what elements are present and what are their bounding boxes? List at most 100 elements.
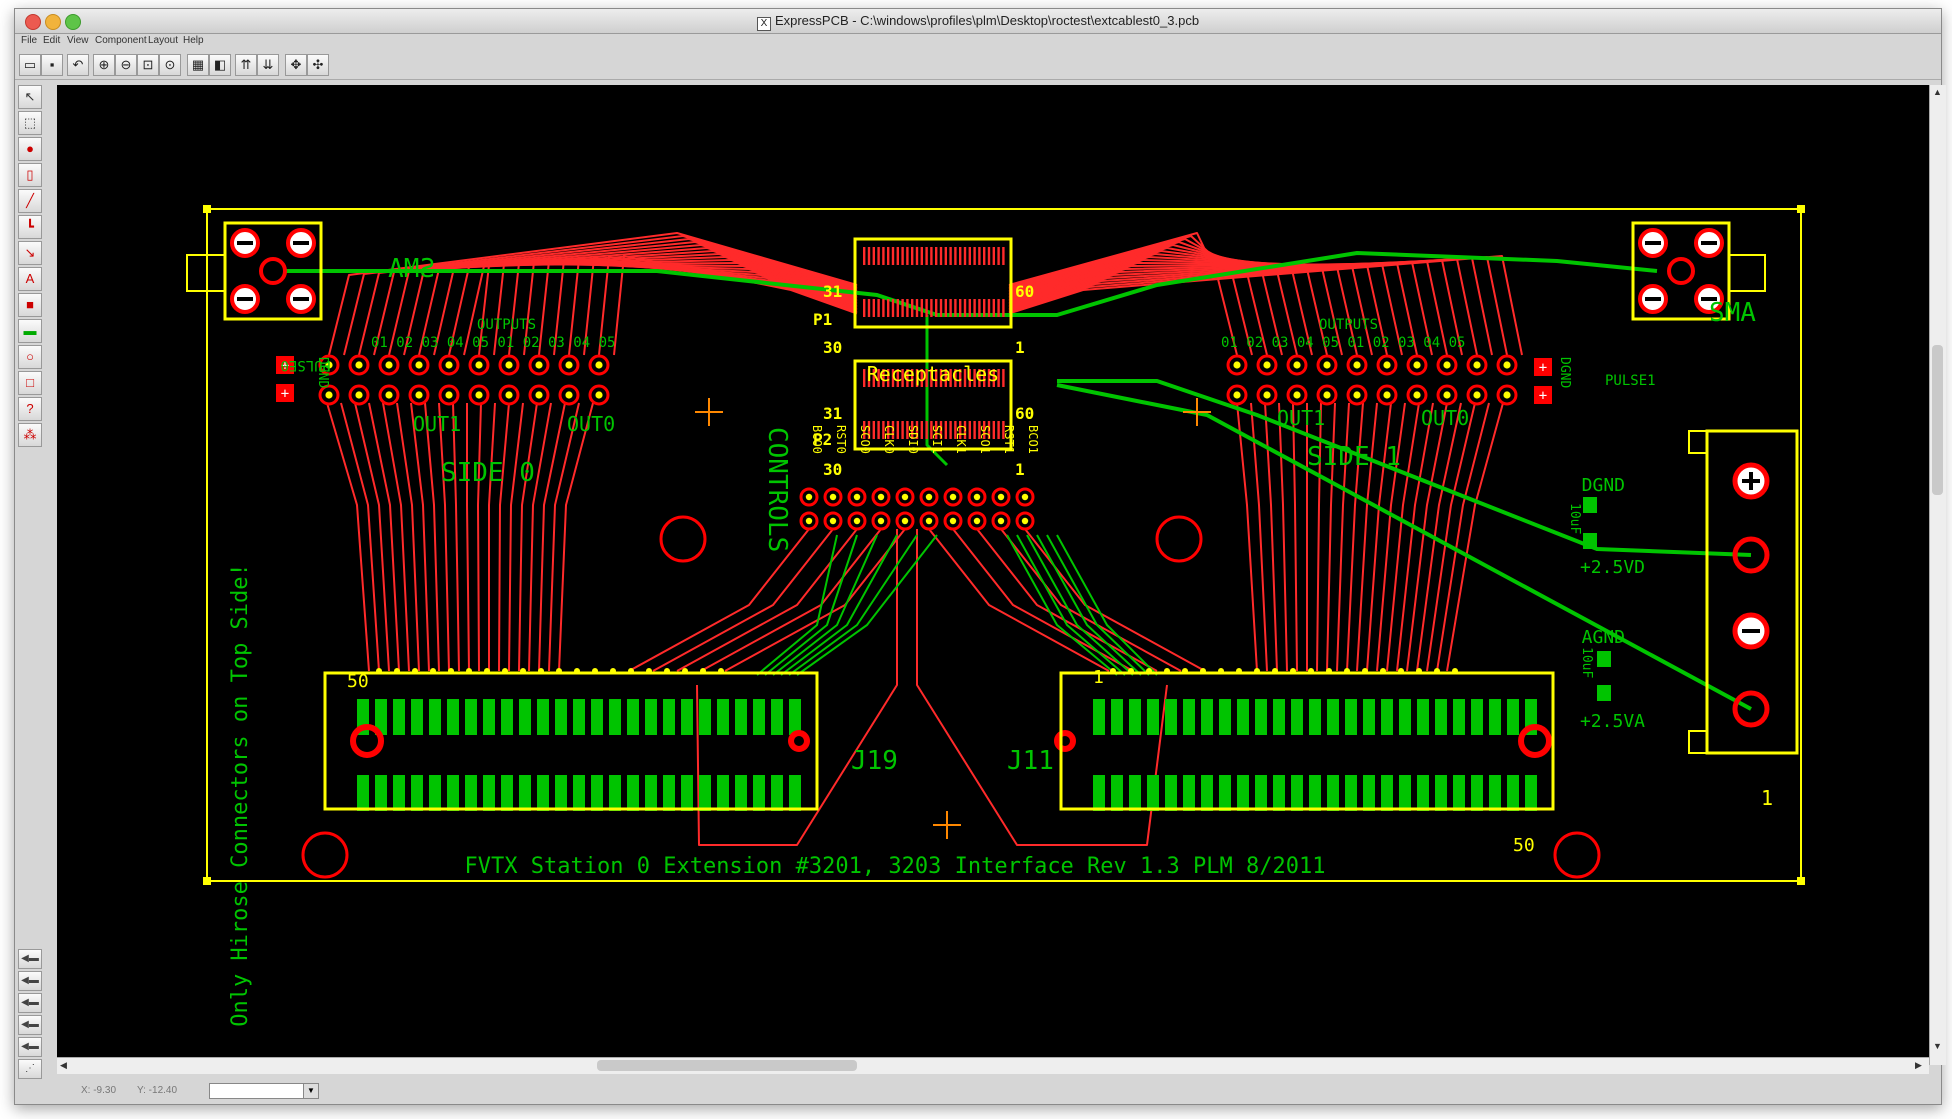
control-trace-bottom — [1046, 534, 1150, 676]
fine-pitch-pad — [925, 247, 928, 265]
p2-label: P2 — [813, 430, 832, 449]
layer-top-icon[interactable]: ◀▬ — [18, 949, 42, 969]
rect-tool-icon[interactable]: □ — [18, 371, 42, 395]
sma-left-footprint — [223, 221, 323, 321]
center-icon[interactable]: ✣ — [307, 54, 329, 76]
long-trace-right — [1366, 402, 1392, 672]
zoom-out-icon[interactable]: ⊖ — [115, 54, 137, 76]
output-pad-left — [408, 384, 430, 406]
menu-edit[interactable]: Edit — [43, 35, 61, 46]
scroll-right-icon[interactable]: ▶ — [1915, 1060, 1922, 1070]
j19-pad — [465, 699, 477, 735]
pad-tool-icon[interactable]: ● — [18, 137, 42, 161]
select-tool-icon[interactable]: ⬚ — [18, 111, 42, 135]
pointer-tool-icon[interactable]: ↖ — [18, 85, 42, 109]
save-icon[interactable]: ▪ — [41, 54, 63, 76]
minus-icon — [1701, 297, 1717, 301]
output-pad-right-hole — [1263, 391, 1271, 399]
circle-tool-icon[interactable]: ○ — [18, 345, 42, 369]
j19-pad — [753, 699, 765, 735]
footprint-icon[interactable]: ◧ — [209, 54, 231, 76]
j19-pad — [753, 775, 765, 811]
query-tool-icon[interactable]: ? — [18, 397, 42, 421]
text-tool-icon[interactable]: A — [18, 267, 42, 291]
jumper-tool-icon[interactable]: ↘ — [18, 241, 42, 265]
j11-pad — [1147, 775, 1159, 811]
vertical-scroll-thumb[interactable] — [1932, 345, 1943, 495]
pulse0-label: PULSE0 — [280, 357, 331, 373]
fine-pitch-pad — [891, 369, 895, 387]
j11-pad — [1255, 699, 1267, 735]
layer-net-icon[interactable]: ⋰ — [18, 1059, 42, 1079]
output-pad-left-hole — [535, 361, 543, 369]
pcb-canvas[interactable]: ++++ SMA SM — [57, 85, 1929, 1057]
layer-inner-icon[interactable]: ◀▬ — [18, 1015, 42, 1035]
open-icon[interactable]: ▭ — [19, 54, 41, 76]
chevron-down-icon[interactable]: ▼ — [303, 1084, 318, 1098]
fine-pitch-pad — [987, 369, 991, 387]
zoom-box-icon[interactable]: ⊡ — [137, 54, 159, 76]
p2-pin60-label: 60 — [1015, 404, 1034, 423]
menu-view[interactable]: View — [67, 35, 89, 46]
long-trace-left — [528, 402, 552, 672]
vertical-scrollbar[interactable]: ▲ ▼ — [1929, 85, 1946, 1065]
pcb-drawing[interactable]: ++++ SMA SM — [57, 85, 1929, 1057]
close-window-button[interactable] — [25, 14, 41, 30]
long-trace-right — [1316, 402, 1322, 672]
side1-label: SIDE 1 — [1307, 442, 1401, 472]
minimize-window-button[interactable] — [45, 14, 61, 30]
output-pad-right-hole — [1443, 391, 1451, 399]
j11-pad — [1345, 699, 1357, 735]
x-coordinate: X: -9.30 — [81, 1085, 117, 1096]
pad-toggle-2-icon[interactable]: ⇊ — [257, 54, 279, 76]
output-pad-left-hole — [385, 361, 393, 369]
trace-tool-icon[interactable]: ╱ — [18, 189, 42, 213]
control-pin-label: BCO0 — [810, 425, 824, 454]
scroll-down-icon[interactable]: ▼ — [1933, 1041, 1942, 1051]
menu-component[interactable]: Component — [95, 35, 147, 46]
p2-pin1-label: 1 — [1015, 460, 1025, 479]
power-connector-tab — [1688, 730, 1708, 754]
p2-pin30-label: 30 — [823, 460, 842, 479]
pad-toggle-icon[interactable]: ⇈ — [235, 54, 257, 76]
component-icon[interactable]: ▦ — [187, 54, 209, 76]
fine-pitch-pad — [911, 421, 914, 439]
receptacles-label: Receptacles — [867, 362, 999, 386]
j19-pad — [789, 775, 801, 811]
control-pad-hole — [853, 517, 861, 525]
scroll-up-icon[interactable]: ▲ — [1933, 87, 1942, 97]
scroll-left-icon[interactable]: ◀ — [60, 1060, 67, 1070]
fine-pitch-pad — [867, 421, 871, 439]
output-pad-right-hole — [1413, 391, 1421, 399]
undo-icon[interactable]: ↶ — [67, 54, 89, 76]
long-trace-left — [538, 402, 566, 672]
menu-layout[interactable]: Layout — [148, 35, 179, 46]
j11-pad — [1219, 699, 1231, 735]
control-pad — [991, 511, 1011, 531]
maximize-window-button[interactable] — [65, 14, 81, 30]
net-tool-icon[interactable]: ⁂ — [18, 423, 42, 447]
outline-corner — [203, 877, 211, 885]
fill-tool-icon[interactable]: ■ — [18, 293, 42, 317]
long-trace-right — [1346, 402, 1364, 672]
layer-select[interactable]: ▼ — [209, 1083, 319, 1099]
zoom-fit-icon[interactable]: ⊙ — [159, 54, 181, 76]
fine-pitch-pad — [997, 247, 1000, 265]
horizontal-scrollbar[interactable]: ◀ ▶ — [57, 1057, 1929, 1074]
layer-power-icon[interactable]: ◀▬ — [18, 1037, 42, 1057]
output-pad-left — [408, 354, 430, 376]
layer-bottom-icon[interactable]: ◀▬ — [18, 993, 42, 1013]
layer-silk-icon[interactable]: ◀▬ — [18, 971, 42, 991]
plane-tool-icon[interactable]: ▬ — [18, 319, 42, 343]
j19-pad — [519, 775, 531, 811]
move-icon[interactable]: ✥ — [285, 54, 307, 76]
toolbar: ▭ ▪ ↶ ⊕ ⊖ ⊡ ⊙ ▦ ◧ ⇈ ⇊ ✥ ✣ — [15, 51, 1941, 80]
component-tool-icon[interactable]: ▯ — [18, 163, 42, 187]
menu-help[interactable]: Help — [183, 35, 204, 46]
fine-pitch-pad — [959, 299, 962, 317]
menu-file[interactable]: File — [21, 35, 38, 46]
pulse1-label: PULSE1 — [1605, 373, 1656, 389]
horizontal-scroll-thumb[interactable] — [597, 1060, 857, 1071]
corner-tool-icon[interactable]: ┗ — [18, 215, 42, 239]
zoom-in-icon[interactable]: ⊕ — [93, 54, 115, 76]
